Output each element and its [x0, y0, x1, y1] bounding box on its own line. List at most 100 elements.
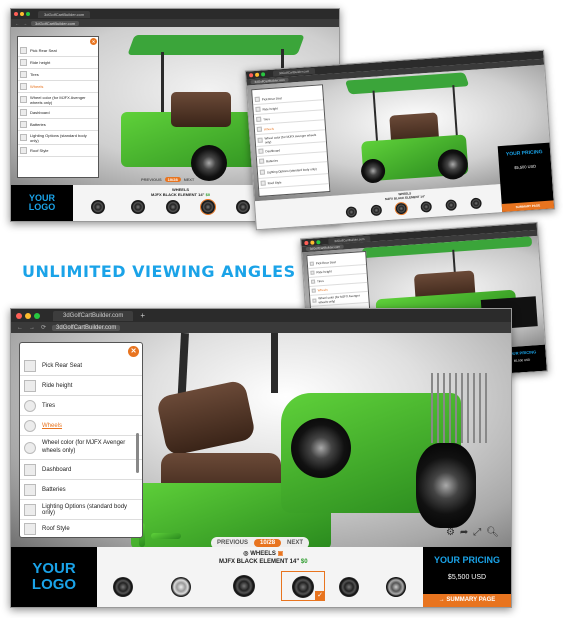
pricing-panel: YOUR PRICING $5,500 USD → SUMMARY PAGE: [423, 547, 511, 607]
close-window-dot[interactable]: [14, 12, 18, 16]
maximize-window-dot[interactable]: [34, 312, 40, 319]
wheel-option[interactable]: [113, 577, 133, 597]
wheel-option-selected-frame[interactable]: ✓: [281, 571, 325, 601]
menu-item-roof-style[interactable]: Roof Style: [20, 520, 142, 537]
page-navigation: PREVIOUS 10/28 NEXT: [211, 537, 310, 549]
reload-icon[interactable]: ⟳: [41, 325, 47, 331]
arrow-right-icon: →: [438, 597, 445, 603]
wheel-option[interactable]: [370, 204, 383, 217]
menu-item-lighting[interactable]: Lighting Options (standard body only): [18, 131, 98, 145]
roof-icon: [260, 180, 266, 186]
battery-icon: [20, 121, 27, 128]
pricing-amount: $5,500 USD: [447, 574, 487, 581]
page-indicator: 10/28: [254, 539, 282, 547]
forward-arrow-icon[interactable]: →: [29, 324, 35, 331]
browser-tab[interactable]: 3dGolfCartBuilder.com: [53, 310, 134, 321]
wheel-option[interactable]: [236, 200, 250, 214]
menu-item-wheels[interactable]: Wheels: [18, 81, 98, 93]
wheel-color-icon: [24, 441, 36, 454]
tire-icon: [20, 71, 27, 78]
previous-button[interactable]: PREVIOUS: [141, 177, 162, 182]
wheel-option-selected[interactable]: [395, 202, 408, 215]
settings-icon[interactable]: ⚙: [445, 527, 455, 538]
close-icon[interactable]: ✕: [128, 346, 139, 357]
menu-item-wheel-color[interactable]: Wheel color (for MJFX Avenger wheels onl…: [18, 93, 98, 107]
wheel-option[interactable]: [386, 577, 406, 597]
menu-item-dashboard[interactable]: Dashboard: [18, 107, 98, 119]
minimize-window-dot[interactable]: [25, 312, 31, 319]
wheel-option[interactable]: [131, 200, 145, 214]
wheel-option[interactable]: [445, 199, 458, 211]
wheel-option[interactable]: [339, 577, 359, 597]
address-bar: ← → 3dGolfCartBuilder.com: [11, 19, 339, 27]
options-menu: Pick Rear Seat Ride height Tires Wheels …: [251, 84, 331, 198]
minimize-window-dot[interactable]: [20, 12, 24, 16]
screenshot-top-right: 3dGolfCartBuilder.com 3dGolfCartBuilder.…: [244, 49, 556, 231]
new-tab-button[interactable]: +: [140, 311, 146, 320]
wheel-option[interactable]: [345, 206, 358, 218]
wheel-option[interactable]: [171, 577, 191, 597]
summary-page-button[interactable]: SUMMARY PAGE: [501, 200, 555, 213]
close-window-dot[interactable]: [248, 73, 254, 78]
back-arrow-icon[interactable]: ←: [15, 20, 19, 26]
close-window-dot[interactable]: [16, 312, 22, 319]
share-icon[interactable]: ➦: [459, 527, 469, 538]
wheel-option[interactable]: [420, 200, 433, 213]
summary-page-button[interactable]: → SUMMARY PAGE: [423, 594, 511, 607]
wheel-icon: [256, 126, 263, 132]
option-selected-price: $0: [300, 559, 308, 565]
seat-icon: [24, 359, 36, 372]
url-field[interactable]: 3dGolfCartBuilder.com: [31, 20, 80, 26]
wheel-option[interactable]: [91, 200, 105, 214]
wheel-option-selected[interactable]: [292, 576, 314, 598]
option-selected-price: $0: [205, 192, 211, 197]
option-heading: WHEELS MJFX BLACK ELEMENT 14": [385, 190, 425, 201]
page-navigation: PREVIOUS 10/28 NEXT: [141, 177, 194, 182]
menu-scrollbar[interactable]: [136, 433, 139, 473]
url-field[interactable]: 3dGolfCartBuilder.com: [52, 324, 121, 331]
forward-arrow-icon[interactable]: →: [23, 20, 27, 26]
wheel-color-icon: [257, 137, 263, 143]
menu-item-batteries[interactable]: Batteries: [18, 119, 98, 131]
maximize-window-dot[interactable]: [260, 72, 266, 77]
info-icon[interactable]: ▣: [277, 551, 284, 557]
battery-icon: [258, 158, 265, 164]
screenshot-main: 3dGolfCartBuilder.com + ← → ⟳ 3dGolfCart…: [10, 308, 512, 608]
menu-item-dashboard[interactable]: Dashboard: [20, 460, 142, 480]
wheel-option[interactable]: [470, 197, 482, 210]
next-button[interactable]: NEXT: [287, 540, 304, 546]
minimize-window-dot[interactable]: [310, 240, 315, 245]
wheel-option-selected[interactable]: [201, 200, 215, 214]
menu-item-ride-height[interactable]: Ride height: [20, 376, 142, 396]
menu-item-rear-seat[interactable]: Pick Rear Seat: [18, 45, 98, 57]
close-window-dot[interactable]: [304, 240, 309, 245]
fullscreen-icon[interactable]: ⤢: [473, 527, 482, 538]
menu-item-lighting[interactable]: Lighting Options (standard body only): [20, 500, 142, 520]
menu-item-wheels[interactable]: Wheels: [20, 416, 142, 436]
previous-button[interactable]: PREVIOUS: [217, 540, 249, 546]
zoom-icon[interactable]: 🔍︎: [486, 527, 499, 538]
close-icon[interactable]: ✕: [90, 38, 97, 45]
wheel-color-icon: [20, 96, 27, 103]
menu-item-ride-height[interactable]: Ride height: [18, 57, 98, 69]
ride-height-icon: [310, 270, 315, 275]
pricing-amount: $5,500 USD: [514, 163, 537, 171]
menu-item-tires[interactable]: Tires: [18, 69, 98, 81]
maximize-window-dot[interactable]: [316, 239, 321, 244]
minimize-window-dot[interactable]: [254, 72, 260, 77]
wheel-option[interactable]: [233, 575, 255, 597]
light-icon: [24, 503, 36, 516]
menu-item-roof-style[interactable]: Roof Style: [18, 145, 98, 157]
wheel-option[interactable]: [166, 200, 180, 214]
roof-icon: [24, 523, 36, 535]
menu-item-batteries[interactable]: Batteries: [20, 480, 142, 500]
maximize-window-dot[interactable]: [26, 12, 30, 16]
menu-item-wheel-color[interactable]: Wheel color (for MJFX Avenger wheels onl…: [20, 436, 142, 460]
menu-item-rear-seat[interactable]: Pick Rear Seat: [20, 356, 142, 376]
menu-item-tires[interactable]: Tires: [20, 396, 142, 416]
browser-tab[interactable]: 3dGolfCartBuilder.com: [38, 10, 91, 18]
back-arrow-icon[interactable]: ←: [17, 324, 23, 331]
next-button[interactable]: NEXT: [183, 177, 195, 182]
